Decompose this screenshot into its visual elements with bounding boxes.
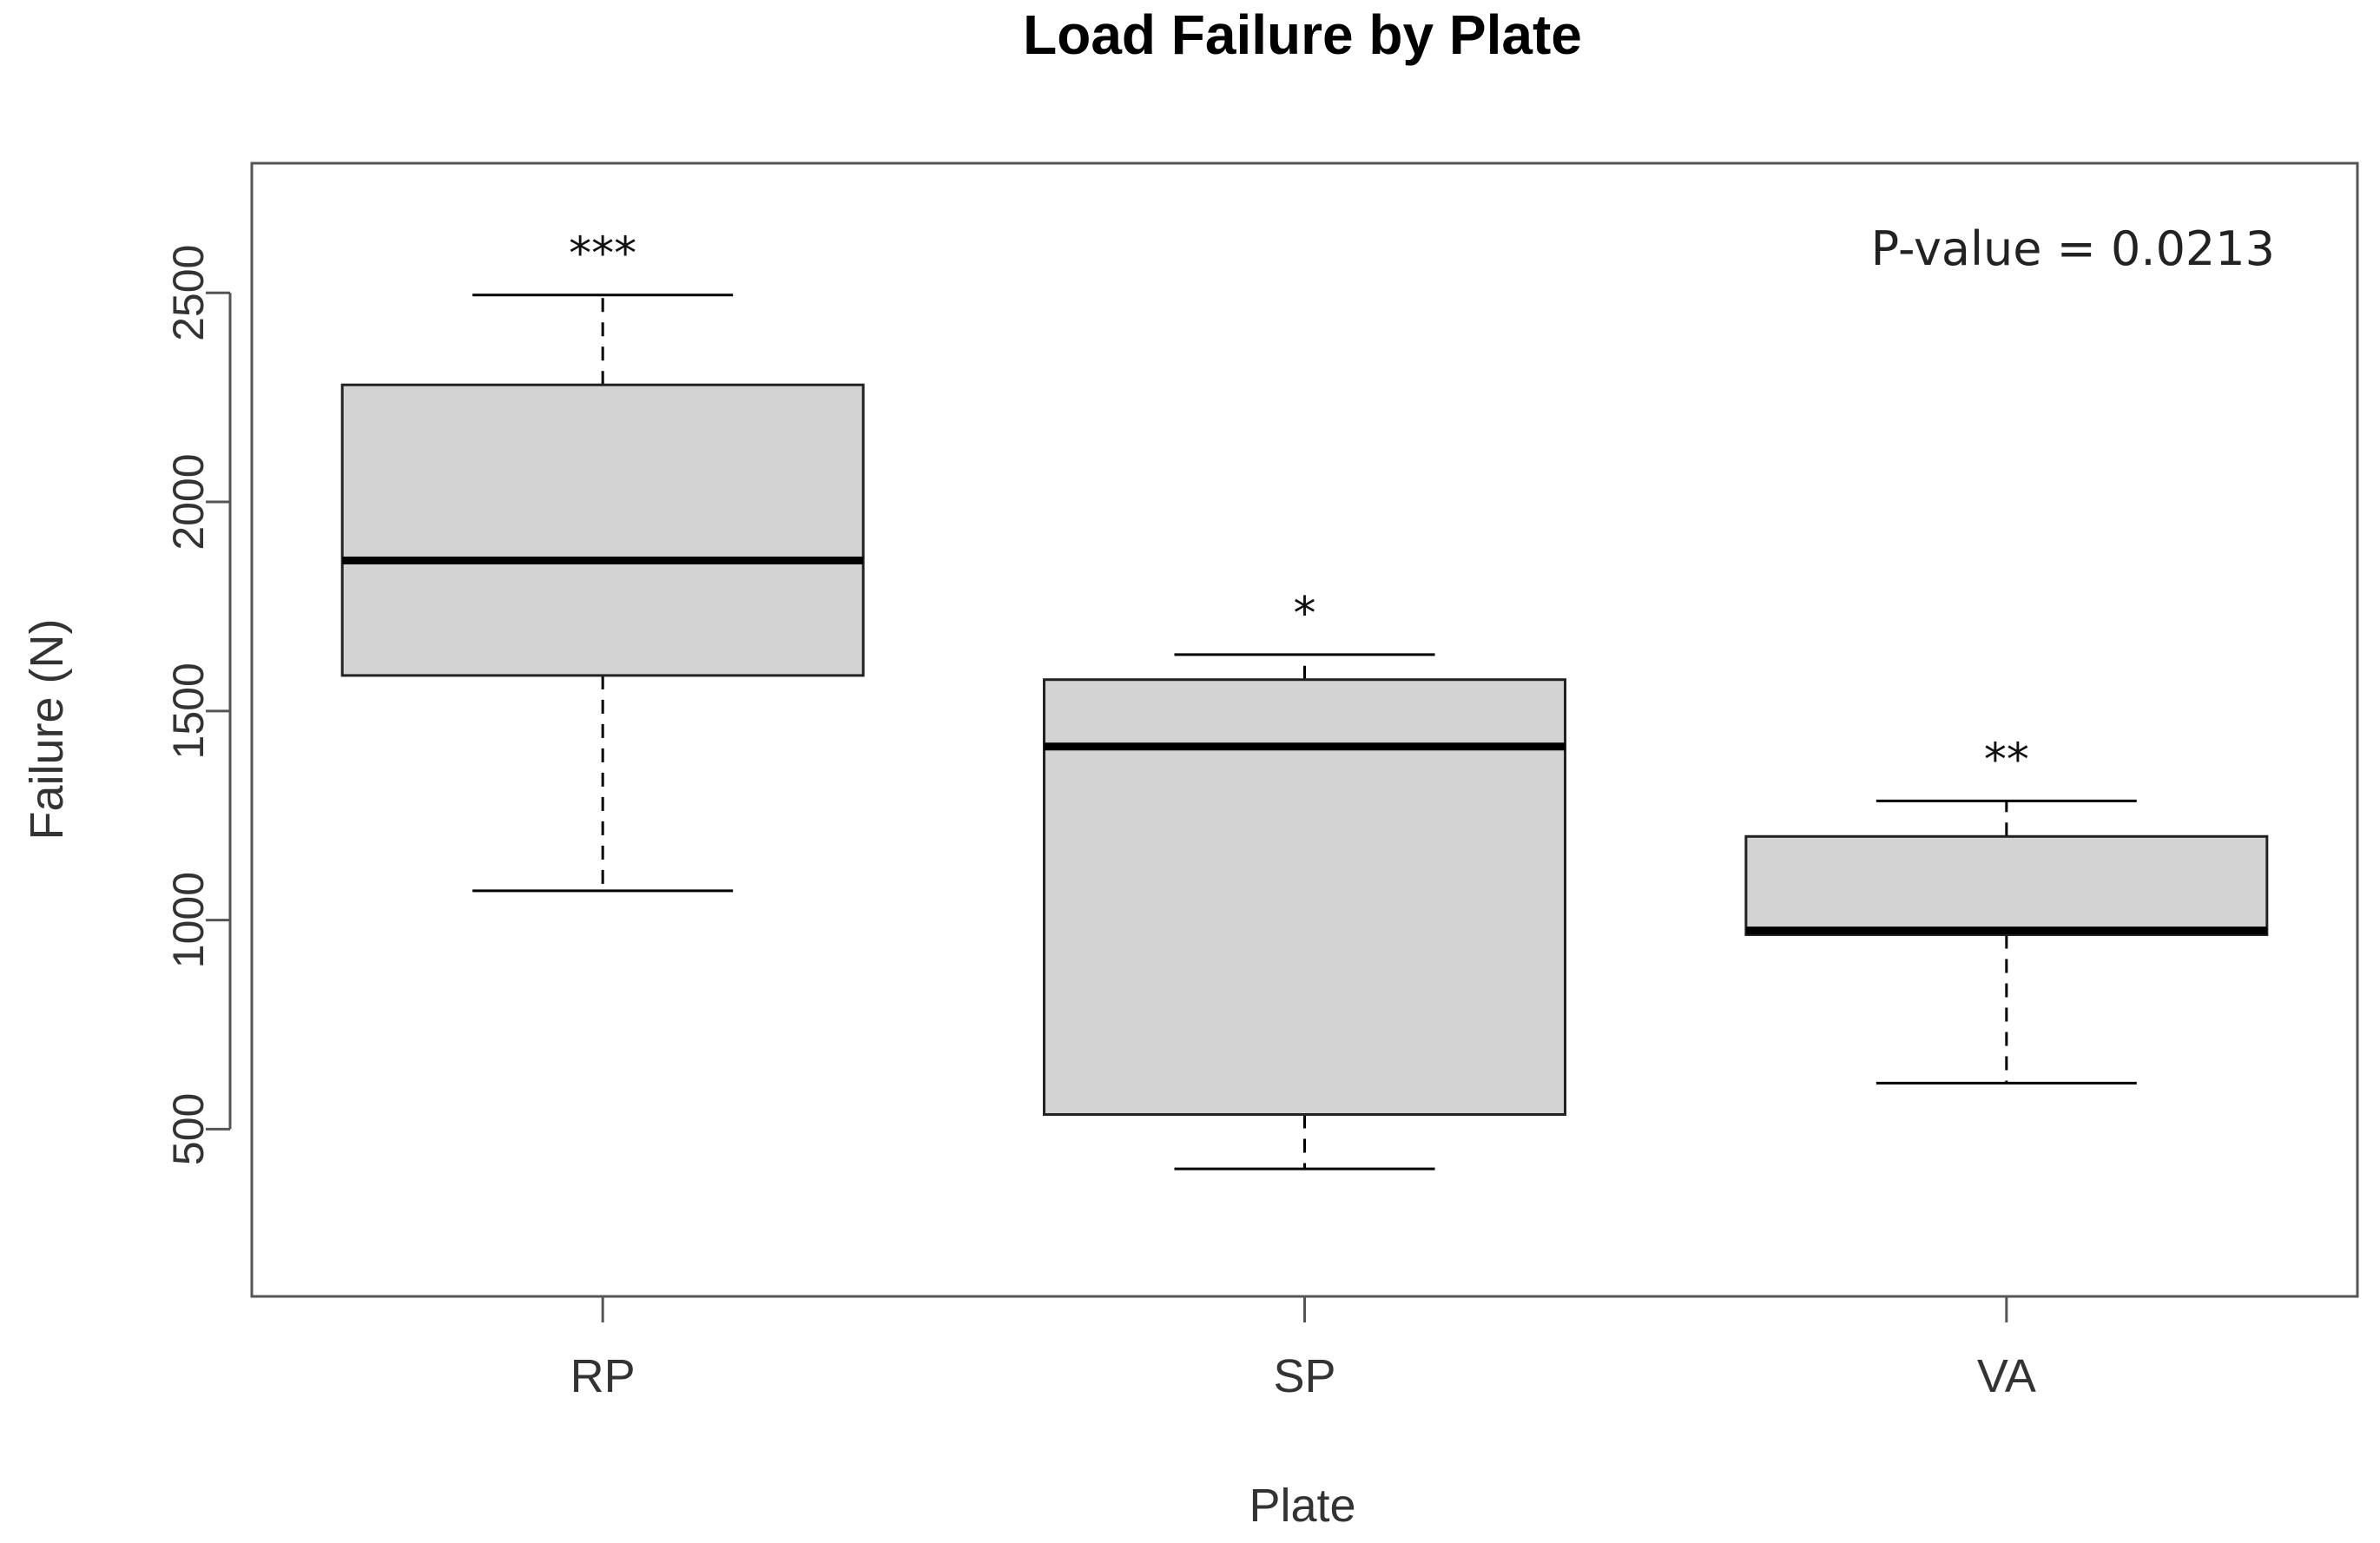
x-axis: RP SP VA [570, 1296, 2036, 1402]
significance-marker: ** [1984, 734, 2029, 786]
box-group-sp: * [1043, 588, 1566, 1170]
x-axis-label: Plate [1249, 1480, 1355, 1532]
y-tick-label: 2500 [164, 245, 213, 341]
y-tick-label: 2000 [164, 453, 213, 550]
y-tick-label: 1500 [164, 663, 213, 759]
y-tick-label: 500 [164, 1093, 213, 1165]
iqr-box [1744, 834, 2269, 936]
x-tick-label: VA [1977, 1350, 2036, 1402]
chart-title: Load Failure by Plate [1023, 3, 1582, 66]
y-axis-label: Failure (N) [21, 618, 73, 840]
iqr-box [340, 383, 865, 677]
y-axis: 500 1000 1500 2000 2500 [164, 245, 232, 1165]
x-tick-label: SP [1273, 1350, 1335, 1402]
box-group-rp: *** [340, 228, 865, 893]
iqr-box [1043, 678, 1566, 1117]
box-group-va: ** [1744, 734, 2269, 1085]
boxes-layer: ****** [340, 228, 2269, 1170]
significance-marker: *** [569, 228, 636, 280]
significance-marker: * [1294, 588, 1316, 640]
x-tick-label: RP [570, 1350, 636, 1402]
p-value-annotation: P-value = 0.0213 [1871, 221, 2275, 276]
y-tick-label: 1000 [164, 872, 213, 968]
